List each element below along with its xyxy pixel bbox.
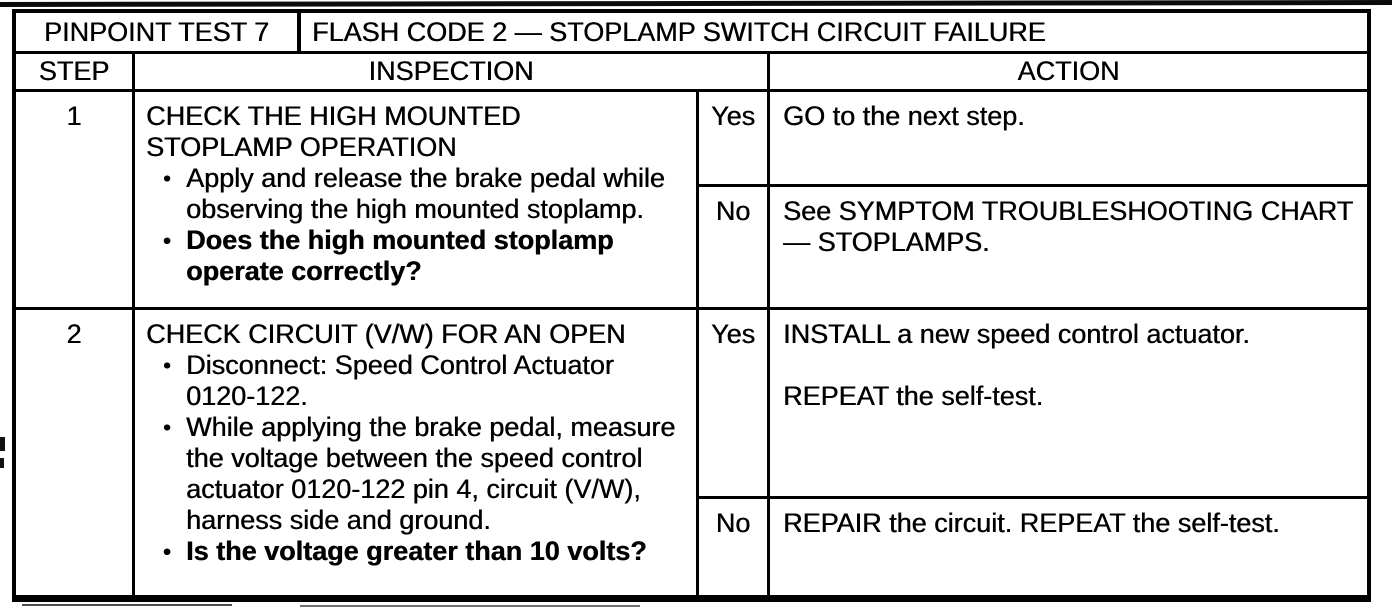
step-row: 2 CHECK CIRCUIT (V/W) FOR AN OPEN • Disconn… [16, 310, 1367, 598]
action-cell: See SYMPTOM TROUBLESHOOTING CHART — STOP… [783, 196, 1354, 257]
bullet-icon: • [163, 353, 171, 378]
answer-cell-no: No [699, 499, 770, 595]
inspection-bullet-item: • Does the high mounted stoplamp operate … [146, 225, 690, 287]
inspection-bullet-text: While applying the brake pedal, measure … [186, 412, 676, 535]
step-number-cell: 2 [16, 310, 135, 595]
column-header-row: STEP INSPECTION ACTION [16, 54, 1367, 92]
scan-noise-left-mark [0, 437, 5, 451]
column-header-action: ACTION [1017, 56, 1120, 86]
step-number: 1 [66, 101, 82, 131]
answer-cell-no: No [699, 187, 770, 307]
inspection-bullet-item: • Apply and release the brake pedal while… [146, 163, 690, 225]
pinpoint-test-table: PINPOINT TEST 7 FLASH CODE 2 — STOPLAMP … [12, 9, 1371, 602]
scan-top-edge [0, 0, 1392, 7]
scan-noise-left-mark [0, 458, 4, 468]
bullet-icon: • [163, 539, 171, 564]
inspection-bullet-item: • While applying the brake pedal, measure… [146, 412, 690, 536]
inspection-bullet-text: Does the high mounted stoplamp operate c… [186, 225, 614, 286]
action-cell: REPAIR the circuit. REPEAT the self-test… [783, 508, 1280, 538]
scan-noise-bottom-mark [300, 605, 640, 607]
inspection-cell: CHECK THE HIGH MOUNTED STOPLAMP OPERATIO… [135, 92, 699, 307]
table-title-row: PINPOINT TEST 7 FLASH CODE 2 — STOPLAMP … [16, 13, 1367, 54]
inspection-title: CHECK THE HIGH MOUNTED STOPLAMP OPERATIO… [146, 101, 521, 162]
step-number: 2 [66, 319, 82, 349]
bullet-icon: • [163, 415, 171, 440]
inspection-title: CHECK CIRCUIT (V/W) FOR AN OPEN [146, 319, 626, 349]
inspection-bullet-text: Is the voltage greater than 10 volts? [186, 536, 647, 566]
inspection-bullet-item: • Disconnect: Speed Control Actuator 0120… [146, 350, 690, 412]
action-cell: INSTALL a new speed control actuator. RE… [770, 310, 1367, 499]
step-number-cell: 1 [16, 92, 135, 307]
inspection-bullet-item: • Is the voltage greater than 10 volts? [146, 536, 690, 567]
answer-cell-yes: Yes [699, 92, 770, 187]
inspection-bullet-text: Apply and release the brake pedal while … [186, 163, 665, 224]
column-header-step: STEP [16, 54, 135, 89]
bullet-icon: • [163, 228, 171, 253]
step-row: 1 CHECK THE HIGH MOUNTED STOPLAMP OPERATI… [16, 92, 1367, 310]
action-cell: GO to the next step. [770, 92, 1367, 187]
bullet-icon: • [163, 166, 171, 191]
flash-code-title: FLASH CODE 2 — STOPLAMP SWITCH CIRCUIT F… [312, 16, 1046, 47]
scan-noise-bottom-mark [22, 604, 232, 606]
answer-cell-yes: Yes [699, 310, 770, 499]
inspection-bullet-text: Disconnect: Speed Control Actuator 0120-… [186, 350, 614, 411]
pinpoint-test-label: PINPOINT TEST 7 [16, 13, 301, 51]
column-header-inspection: INSPECTION [135, 54, 770, 89]
inspection-cell: CHECK CIRCUIT (V/W) FOR AN OPEN • Disconne… [135, 310, 699, 595]
